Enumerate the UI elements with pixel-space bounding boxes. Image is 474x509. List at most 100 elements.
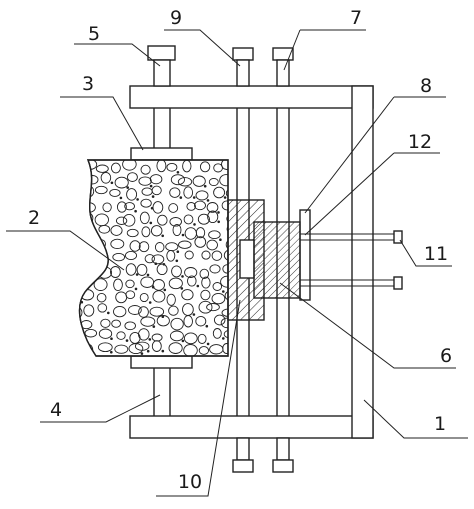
rock-pebble xyxy=(116,331,126,340)
rock-pebble xyxy=(141,226,151,238)
rock-pebble xyxy=(124,321,136,331)
rock-grain xyxy=(161,349,165,353)
rock-grain xyxy=(134,287,138,291)
rock-pebble xyxy=(197,213,210,225)
rock-grain xyxy=(206,199,210,202)
label-9: 9 xyxy=(170,7,182,29)
rock-pebble xyxy=(149,306,165,317)
loading-block xyxy=(253,221,301,299)
rock-grain xyxy=(192,313,196,316)
rock-grain xyxy=(125,339,129,342)
rock-pebble xyxy=(110,225,123,236)
rock-pebble xyxy=(209,264,221,274)
label-4: 4 xyxy=(50,399,62,421)
rock-grain xyxy=(149,221,153,225)
rock-pebble xyxy=(206,239,218,251)
rock-pebble xyxy=(136,263,148,276)
rock-grain xyxy=(84,273,87,277)
rock-pebble xyxy=(124,202,135,211)
rock-pebble xyxy=(177,177,193,187)
rock-pebble xyxy=(83,304,95,317)
rock-pebble xyxy=(150,225,163,237)
left-screw-assembly xyxy=(130,45,193,416)
rock-pebble xyxy=(212,282,223,291)
rock-pebble xyxy=(151,254,165,265)
label-8: 8 xyxy=(420,75,432,97)
rock-pebble xyxy=(113,305,127,318)
top-screw-knob xyxy=(147,45,176,61)
label-2: 2 xyxy=(28,207,40,229)
rock-pebble xyxy=(166,249,176,262)
rock-pebble xyxy=(138,241,150,253)
rock-pebble xyxy=(183,186,194,199)
rock-pebble xyxy=(225,238,229,251)
rock-pebble xyxy=(226,224,229,234)
rock-pebble xyxy=(110,162,121,174)
rock-grain xyxy=(161,315,165,319)
rod-7-top-neck xyxy=(276,59,290,87)
rock-pebble xyxy=(169,217,182,227)
rock-pebble xyxy=(168,305,179,316)
rock-grain xyxy=(110,181,114,185)
upper-clamp-pad xyxy=(130,147,193,161)
rock-pebble xyxy=(110,266,121,278)
rock-pebble xyxy=(115,216,128,225)
rock-pebble xyxy=(156,315,170,327)
rod-9-top-neck xyxy=(236,59,250,87)
rock-grain xyxy=(126,186,129,189)
rock-pebble xyxy=(114,344,129,354)
rock-pebble xyxy=(126,188,138,201)
rock-pebble xyxy=(138,328,150,341)
rock-grain xyxy=(219,238,222,241)
rock-pebble xyxy=(79,198,83,209)
rock-grain xyxy=(90,272,94,276)
rock-grain xyxy=(110,350,113,354)
leader-lines xyxy=(6,29,468,497)
rock-pebble xyxy=(186,202,196,211)
rock-pebble xyxy=(169,187,181,198)
rock-grain xyxy=(148,301,152,304)
rock-pebble xyxy=(138,306,149,318)
rock-pebble xyxy=(79,277,82,286)
rock-pebble xyxy=(100,171,112,184)
rock-pebble xyxy=(100,318,111,328)
rock-pebble xyxy=(213,314,226,326)
rock-pebble xyxy=(97,342,113,353)
rock-pebble xyxy=(102,202,112,213)
rock-pebble xyxy=(170,174,185,186)
rock-pebble xyxy=(140,316,156,327)
rock-grain xyxy=(119,196,123,200)
rock-pebble xyxy=(201,276,211,289)
rock-pebble xyxy=(223,249,229,261)
rock-pebble xyxy=(149,174,163,185)
rock-pebble xyxy=(166,293,176,306)
rock-grain xyxy=(134,209,137,213)
rock-grain xyxy=(217,220,220,224)
rock-pebble xyxy=(68,343,77,353)
rock-grain xyxy=(152,325,156,328)
rock-pebble xyxy=(152,290,166,303)
rock-grain xyxy=(196,284,200,288)
rock-pebble xyxy=(79,216,81,225)
rock-grain xyxy=(205,324,209,328)
rock-grain xyxy=(181,233,185,237)
rock-pebble xyxy=(98,253,109,266)
upper-bolt-head xyxy=(393,230,403,244)
rock-pebble xyxy=(211,292,226,305)
rock-grain xyxy=(140,352,144,355)
rock-grain xyxy=(223,196,227,199)
rock-pebble xyxy=(79,293,83,302)
rock-pebble xyxy=(168,277,183,290)
rock-pebble xyxy=(126,172,138,182)
rock-pebble xyxy=(134,341,150,351)
label-12: 12 xyxy=(408,131,432,153)
rock-pebble xyxy=(223,329,229,339)
label-5: 5 xyxy=(88,23,100,45)
rock-pebble xyxy=(140,164,151,175)
rock-grain xyxy=(151,195,155,198)
label-1: 1 xyxy=(434,413,446,435)
rock-pebble xyxy=(168,342,183,354)
rock-pebble xyxy=(98,328,113,339)
rock-pebble xyxy=(125,263,137,276)
rock-pebble xyxy=(183,315,193,328)
